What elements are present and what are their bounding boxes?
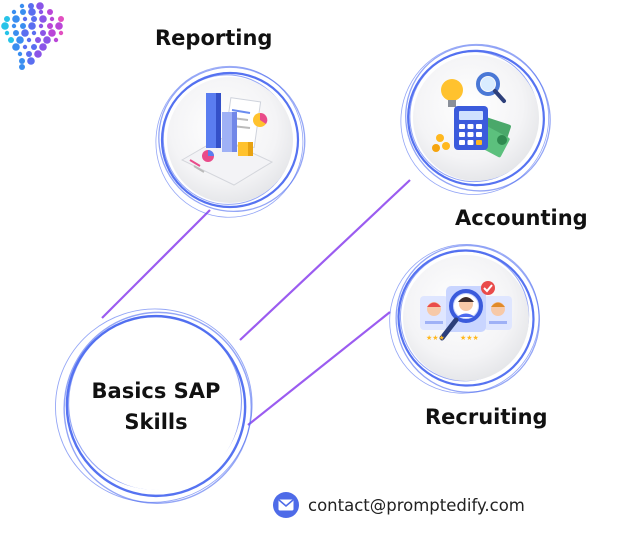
contact-footer: contact@promptedify.com — [273, 491, 525, 519]
logo-dot — [19, 58, 25, 64]
connectors — [101, 179, 411, 426]
node-hub — [55, 308, 253, 504]
logo-dot — [58, 16, 64, 22]
logo-dot — [43, 36, 51, 44]
logo-dot — [31, 44, 37, 50]
logo-dot — [34, 50, 42, 58]
logo-dot — [26, 51, 32, 57]
logo-dot — [55, 22, 63, 30]
logo-dot — [22, 16, 28, 22]
calculator-key — [467, 124, 474, 129]
logo-dot — [1, 22, 9, 30]
logo-dot — [8, 37, 14, 43]
candidate-search-icon: ★★★ ★★★ — [420, 281, 512, 342]
connector-accounting — [239, 179, 411, 341]
brain-logo-icon — [1, 2, 64, 70]
logo-dot — [21, 29, 29, 37]
hub-title-line-1: Basics SAP — [91, 379, 221, 403]
hub-title-line-2: Skills — [124, 410, 188, 434]
logo-dot — [38, 23, 44, 29]
logo-dot — [12, 15, 20, 23]
logo-dot — [26, 37, 32, 43]
label-recruiting: Recruiting — [425, 405, 548, 429]
logo-dot — [4, 30, 10, 36]
logo-dot — [31, 30, 37, 36]
connector-reporting — [101, 209, 211, 319]
logo-dot — [16, 36, 24, 44]
logo-dot — [28, 8, 36, 16]
ring-stroke — [160, 71, 300, 209]
logo-dot — [19, 3, 25, 9]
ring-stroke — [407, 49, 545, 187]
logo-dot — [40, 30, 46, 36]
calculator-key — [459, 132, 465, 137]
node-recruiting: ★★★ ★★★ — [389, 244, 540, 394]
calculator-key — [476, 132, 482, 137]
svg-text:★★★: ★★★ — [426, 334, 445, 342]
node-ring — [400, 43, 551, 195]
logo-dot — [39, 15, 47, 23]
mail-icon — [273, 492, 299, 518]
calculator-key — [459, 124, 465, 129]
logo-dot — [20, 23, 26, 29]
logo-dot — [17, 51, 23, 57]
ring-stroke — [155, 65, 304, 218]
logo-dot — [20, 9, 26, 15]
svg-text:★★★: ★★★ — [460, 334, 479, 342]
label-accounting: Accounting — [455, 206, 588, 230]
logo-dot — [28, 3, 34, 9]
logo-dot — [49, 16, 55, 22]
logo-dot — [36, 2, 44, 10]
node-accounting — [400, 43, 551, 195]
logo-dot — [28, 22, 36, 30]
logo-dot — [38, 9, 44, 15]
logo-dot — [12, 43, 20, 51]
logo-dot — [11, 9, 17, 15]
ring-stroke — [397, 249, 535, 387]
logo-dot — [22, 44, 28, 50]
label-reporting: Reporting — [155, 26, 273, 50]
calculator-key — [467, 140, 474, 145]
logo-dot — [19, 64, 25, 70]
logo-dot — [13, 30, 19, 36]
calculator-money-icon — [432, 72, 511, 158]
calculator-key — [459, 140, 465, 145]
report-chart-icon — [180, 93, 274, 186]
logo-dot — [48, 29, 56, 37]
calculator-key — [476, 140, 482, 145]
connector-recruiting — [247, 311, 391, 426]
logo-dot — [31, 16, 37, 22]
logo-dot — [39, 43, 47, 51]
ring-stroke — [389, 244, 540, 394]
calculator-key — [476, 124, 482, 129]
logo-dot — [35, 37, 41, 43]
calculator-key — [467, 132, 474, 137]
hub-title: Basics SAP Skills — [80, 376, 232, 438]
logo-dot — [27, 57, 35, 65]
logo-dot — [4, 16, 10, 22]
logo-dot — [47, 9, 53, 15]
ring-stroke — [400, 43, 550, 195]
contact-email-link[interactable]: contact@promptedify.com — [308, 495, 525, 515]
node-reporting — [155, 65, 306, 218]
logo-dot — [47, 23, 53, 29]
logo-dot — [58, 30, 64, 36]
logo-dot — [53, 37, 59, 43]
ring-stroke — [55, 308, 253, 503]
logo-dot — [11, 23, 17, 29]
